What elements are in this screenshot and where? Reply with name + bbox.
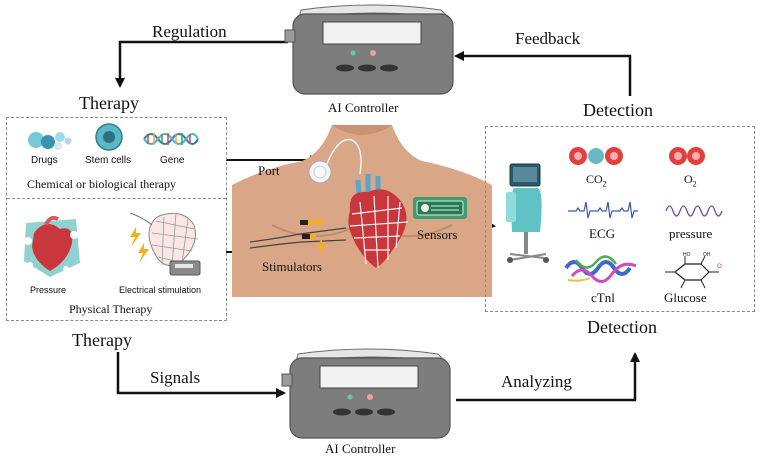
label-gene: Gene [160,155,185,166]
label-stimulators: Stimulators [262,259,322,274]
label-analyzing: Analyzing [501,372,572,391]
therapy-box [6,117,227,321]
regulation-arrow [115,40,288,88]
o2-molecule-icon [669,147,705,165]
co2-text: CO [586,172,603,186]
label-ctnl: cTnl [591,290,615,305]
glucose-structure-icon: O HO OH [665,252,722,289]
port-device-icon [308,138,362,184]
dna-icon [143,133,199,145]
controller-device-icon [284,4,454,95]
label-signals: Signals [150,368,201,387]
pressure-heart-icon [24,215,80,277]
label-electrical-stimulation: Electrical stimulation [119,285,202,295]
pressure-wave-icon [665,205,723,217]
medical-monitor-icon [506,163,549,263]
label-physical-therapy: Physical Therapy [69,302,153,316]
label-feedback: Feedback [515,29,581,48]
therapy-divider [7,198,226,199]
co2-subscript: 2 [602,179,607,189]
o2-text: O [684,172,693,186]
label-ai-controller-bottom: AI Controller [325,441,396,456]
label-ai-controller-top: AI Controller [328,100,399,115]
svg-text:OH: OH [703,252,711,258]
label-glucose: Glucose [664,290,707,305]
label-sensors: Sensors [417,227,458,242]
drug-molecule-icon [28,132,72,150]
label-pressure-therapy: Pressure [30,285,67,295]
svg-text:HO: HO [683,252,691,258]
label-stem-cells: Stem cells [85,155,132,166]
ecg-wave-icon [568,201,638,219]
controller-device-icon-bottom [281,348,451,439]
label-pressure-signal: pressure [669,226,713,241]
label-o2: O2 [684,172,697,188]
label-co2: CO2 [586,172,607,188]
label-port: Port [258,163,280,178]
label-regulation: Regulation [152,22,227,41]
protein-structure-icon [564,255,637,283]
svg-text:O: O [717,264,722,270]
stem-cell-icon [95,123,123,151]
label-chemical-therapy: Chemical or biological therapy [27,177,176,191]
label-therapy-bottom: Therapy [72,330,132,350]
electrical-stimulation-icon [129,212,201,276]
label-drugs: Drugs [31,155,58,166]
heart-icon [348,174,409,269]
sensor-patch-icon [413,197,467,219]
stimulator-leads [249,214,347,256]
co2-molecule-icon [569,147,623,165]
detection-box [485,126,755,312]
feedback-arrow [454,51,632,96]
signals-arrow [116,352,286,398]
label-detection-top: Detection [583,100,653,120]
label-therapy-top: Therapy [79,93,139,113]
label-ecg: ECG [589,226,615,241]
analyzing-arrow [456,352,640,402]
o2-subscript: 2 [692,179,697,189]
label-detection-bottom: Detection [587,317,657,337]
